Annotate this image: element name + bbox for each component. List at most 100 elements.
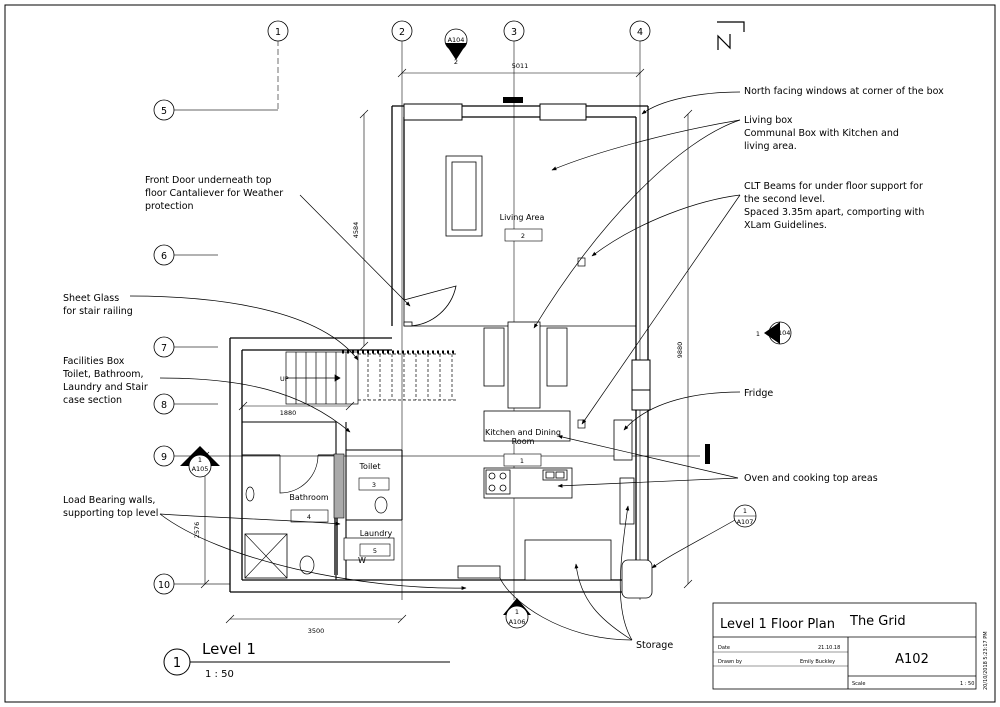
dim-lower-left-height: 2576	[193, 522, 201, 539]
sheet-number: A102	[895, 652, 929, 667]
svg-text:protection: protection	[145, 201, 194, 212]
kitchen-label: Kitchen and Dining Room 1	[485, 428, 561, 467]
scale-label: Scale	[852, 681, 865, 687]
svg-text:2: 2	[521, 232, 525, 240]
grid-row-9: 9	[153, 445, 175, 467]
svg-text:2: 2	[454, 58, 458, 66]
living-area-label: Living Area 2	[500, 213, 545, 242]
svg-text:1: 1	[520, 457, 524, 465]
svg-text:1: 1	[743, 507, 747, 515]
window-right	[631, 359, 651, 391]
svg-text:Laundry and Stair: Laundry and Stair	[63, 382, 148, 393]
svg-text:6: 6	[161, 251, 167, 262]
svg-text:Load Bearing walls,: Load Bearing walls,	[63, 495, 155, 506]
dimension-lines	[200, 68, 693, 624]
svg-text:case section: case section	[63, 395, 122, 406]
section-stub	[705, 444, 710, 464]
drawn-label: Drawn by	[718, 659, 742, 665]
note-north-windows: North facing windows at corner of the bo…	[744, 86, 944, 97]
dim-top-width: 5011	[512, 62, 529, 70]
note-facilities: Facilities Box Toilet, Bathroom, Laundry…	[62, 356, 148, 406]
svg-text:1: 1	[275, 27, 281, 38]
sofa	[445, 155, 483, 237]
svg-text:W: W	[358, 556, 366, 565]
svg-text:1: 1	[515, 608, 519, 616]
note-oven: Oven and cooking top areas	[744, 473, 878, 484]
svg-text:Spaced 3.35m apart, comporting: Spaced 3.35m apart, comporting with	[744, 207, 924, 218]
svg-text:5: 5	[161, 106, 167, 117]
svg-text:floor Cantaliever for Weather: floor Cantaliever for Weather	[145, 188, 283, 199]
svg-text:A105: A105	[192, 465, 209, 473]
svg-text:for stair railing: for stair railing	[63, 306, 133, 317]
svg-text:Living box: Living box	[744, 115, 793, 126]
note-load-bearing: Load Bearing walls, supporting top level	[63, 495, 158, 519]
kitchen-island	[483, 467, 573, 499]
column-marker	[577, 257, 586, 267]
storage-cabinet	[524, 539, 612, 581]
svg-text:7: 7	[161, 343, 167, 354]
grid-col-2: 2	[391, 20, 413, 42]
svg-text:Kitchen and Dining: Kitchen and Dining	[485, 428, 561, 437]
svg-text:Communal Box with Kitchen and: Communal Box with Kitchen and	[744, 128, 899, 139]
kitchen-counter	[483, 410, 571, 442]
note-front-door: Front Door underneath top floor Cantalie…	[145, 175, 283, 212]
svg-text:8: 8	[161, 400, 167, 411]
svg-text:4: 4	[307, 513, 311, 521]
svg-text:Living Area: Living Area	[500, 213, 545, 222]
project-name: The Grid	[849, 614, 906, 629]
svg-text:Laundry: Laundry	[360, 529, 393, 538]
svg-text:10: 10	[158, 580, 170, 591]
grid-row-6: 6	[153, 244, 175, 266]
svg-text:living area.: living area.	[744, 141, 797, 152]
note-fridge: Fridge	[744, 388, 773, 399]
svg-text:A104: A104	[448, 36, 465, 44]
window-top-left	[403, 103, 463, 121]
section-marker-right: A104 1	[756, 321, 792, 345]
view-title: 1 Level 1 1 : 50	[163, 640, 450, 680]
svg-text:4: 4	[637, 27, 643, 38]
svg-text:3: 3	[372, 481, 376, 489]
print-stamp: 20/10/2018 5:23:17 PM	[983, 631, 989, 690]
grid-col-4: 4	[629, 20, 651, 42]
drawn-value: Emily Buckley	[800, 659, 835, 665]
svg-text:5: 5	[373, 547, 377, 555]
front-door	[403, 285, 457, 327]
view-title-scale: 1 : 50	[205, 669, 234, 680]
note-clt-beams: CLT Beams for under floor support for th…	[744, 181, 924, 231]
note-sheet-glass: Sheet Glass for stair railing	[63, 293, 133, 317]
svg-text:Front Door underneath top: Front Door underneath top	[145, 175, 272, 186]
fridge	[613, 419, 633, 461]
dim-stair-width: 1880	[280, 409, 297, 417]
bathroom-room: Bathroom 4	[244, 486, 329, 579]
svg-text:3: 3	[511, 27, 517, 38]
bench	[457, 565, 501, 579]
svg-text:2: 2	[399, 27, 405, 38]
sheet-name: Level 1 Floor Plan	[720, 617, 835, 632]
pantry	[619, 477, 635, 525]
north-arrow-icon	[717, 21, 745, 50]
svg-text:Toilet, Bathroom,: Toilet, Bathroom,	[62, 369, 144, 380]
grid-row-5: 5	[153, 99, 175, 121]
svg-text:Facilities Box: Facilities Box	[63, 356, 125, 367]
svg-text:A104: A104	[774, 329, 791, 337]
svg-text:1: 1	[198, 456, 202, 464]
svg-text:A107: A107	[737, 518, 754, 526]
svg-text:Sheet Glass: Sheet Glass	[63, 293, 119, 304]
dim-left-height: 4584	[352, 222, 360, 239]
svg-text:supporting top level: supporting top level	[63, 508, 158, 519]
wall-marker	[503, 97, 523, 103]
stair-up-label: UP	[280, 375, 289, 383]
svg-text:Room: Room	[512, 437, 535, 446]
svg-text:the second level.: the second level.	[744, 194, 825, 205]
laundry-room: Laundry 5 W	[343, 529, 395, 565]
scale-value: 1 : 50	[960, 681, 974, 687]
grid-row-7: 7	[153, 336, 175, 358]
storage-corner	[621, 559, 653, 599]
section-marker-east: 1 A107	[733, 504, 757, 528]
svg-text:Bathroom: Bathroom	[289, 493, 329, 502]
dining-table	[483, 321, 568, 409]
date-value: 21.10.18	[818, 645, 840, 651]
svg-text:XLam Guidelines.: XLam Guidelines.	[744, 220, 827, 231]
interior-walls	[242, 421, 403, 580]
